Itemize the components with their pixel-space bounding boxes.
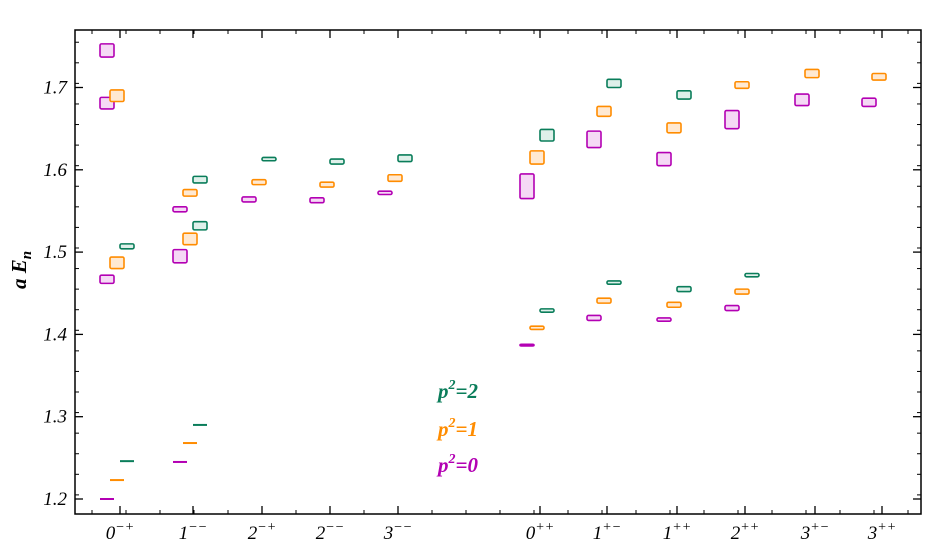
data-point-box	[241, 196, 257, 203]
data-point-box	[397, 154, 413, 163]
y-tick-label: 1.6	[43, 160, 67, 181]
data-point-box	[596, 105, 612, 118]
data-point-box	[666, 122, 682, 134]
data-point-box	[606, 78, 622, 89]
x-tick-label: 0−+	[106, 520, 134, 544]
y-axis-tick-labels: 1.2 1.3 1.4 1.5 1.6 1.7	[43, 78, 68, 511]
y-tick-label: 1.5	[43, 242, 67, 263]
data-point-box	[656, 151, 672, 167]
y-axis-ticks	[75, 41, 921, 500]
data-point-box	[387, 173, 403, 183]
x-tick-label: 0++	[526, 520, 554, 544]
data-point-box	[251, 178, 267, 186]
data-point-box	[539, 308, 555, 313]
data-point-box	[586, 314, 602, 322]
data-point-box	[182, 188, 198, 197]
data-point-box	[734, 80, 750, 90]
data-point-box	[529, 325, 545, 331]
data-point-box	[519, 173, 535, 200]
data-point-box	[192, 175, 208, 184]
data-point-box	[794, 93, 810, 107]
x-tick-label: 2−+	[248, 520, 276, 544]
data-point-box	[377, 190, 393, 196]
x-axis-tick-labels: 0−+ 1−− 2−+ 2−− 3−− 0++ 1+− 1++ 2++ 3+− 3++	[106, 520, 896, 544]
legend-entry: p2=0	[436, 452, 478, 477]
data-point-box	[804, 68, 820, 79]
data-point-box	[606, 280, 622, 285]
data-point-box	[744, 272, 760, 278]
x-tick-label: 1++	[663, 520, 691, 544]
y-tick-label: 1.3	[43, 407, 67, 428]
x-tick-label: 3++	[867, 520, 896, 544]
y-tick-label: 1.4	[43, 324, 67, 345]
data-point-box	[724, 109, 740, 130]
data-point-box	[192, 220, 208, 231]
data-point-box	[329, 158, 345, 165]
data-point-box	[676, 285, 692, 293]
data-point-box	[586, 130, 602, 149]
data-point-box	[861, 97, 877, 108]
data-point-box	[734, 288, 750, 295]
plot-frame	[74, 29, 922, 515]
data-point-box	[676, 89, 692, 100]
y-tick-label: 1.2	[43, 489, 67, 510]
data-point-box	[529, 150, 545, 165]
data-point-box	[261, 156, 277, 162]
data-point-box	[871, 72, 887, 81]
y-axis-label: a En	[7, 251, 35, 289]
data-point-box	[109, 256, 125, 270]
data-point-box	[539, 128, 555, 142]
data-point-box	[596, 297, 612, 304]
data-point-box	[309, 196, 325, 204]
x-tick-label: 1+−	[593, 520, 621, 544]
data-point-box	[319, 181, 335, 188]
data-point-box	[109, 89, 125, 103]
legend-entry: p2=1	[436, 416, 478, 441]
data-point-box	[119, 243, 135, 250]
data-point-box	[172, 206, 188, 213]
data-point-box	[99, 43, 115, 58]
x-tick-label: 3−−	[383, 520, 412, 544]
data-point-box	[666, 301, 682, 309]
x-axis-ticks	[91, 30, 909, 514]
data-point-box	[99, 274, 115, 285]
legend-entry: p2=2	[436, 378, 478, 403]
data-point-box	[656, 317, 672, 323]
data-point-box	[519, 343, 535, 347]
x-tick-label: 2++	[731, 520, 759, 544]
legend: p2=2 p2=1 p2=0	[436, 378, 478, 477]
y-tick-label: 1.7	[43, 78, 68, 99]
data-marks	[99, 43, 887, 500]
x-tick-label: 1−−	[179, 520, 207, 544]
x-tick-label: 2−−	[316, 520, 344, 544]
x-tick-label: 3+−	[800, 520, 829, 544]
data-point-box	[182, 232, 198, 246]
data-point-box	[724, 304, 740, 312]
data-point-box	[172, 248, 188, 264]
